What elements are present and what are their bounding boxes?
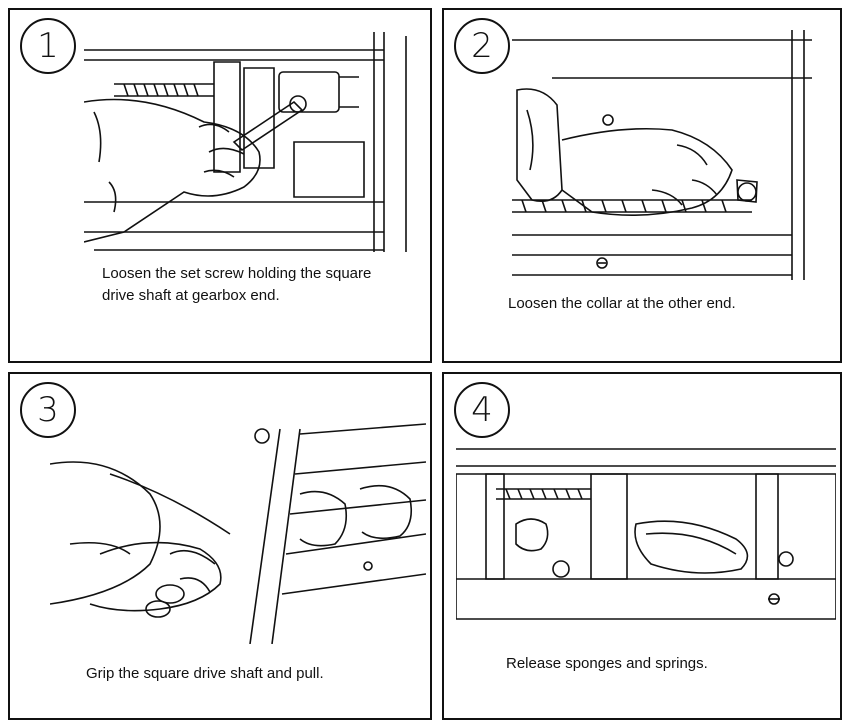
- step-number-4: 4: [454, 382, 510, 438]
- hand-with-wrench-illustration: [84, 32, 424, 252]
- hand-on-collar-illustration: [512, 30, 834, 280]
- step-panel-2: 2 Loosen the collar at the o: [442, 8, 842, 363]
- step-caption-4: Release sponges and springs.: [506, 655, 708, 672]
- step-panel-4: 4 Release sponges and: [442, 372, 842, 720]
- step-caption-2: Loosen the collar at the other end.: [508, 295, 736, 312]
- step-panel-3: 3 Grip the square dri: [8, 372, 432, 720]
- step-caption-1: Loosen the set screw holding the square …: [102, 265, 372, 304]
- hand-gripping-shaft-illustration: [50, 414, 426, 644]
- step-number-1: 1: [20, 18, 76, 74]
- step-number-3: 3: [20, 382, 76, 438]
- step-caption-3: Grip the square drive shaft and pull.: [86, 665, 324, 682]
- step-panel-1: 1: [8, 8, 432, 363]
- step-number-2: 2: [454, 18, 510, 74]
- sponges-and-springs-illustration: [456, 444, 836, 634]
